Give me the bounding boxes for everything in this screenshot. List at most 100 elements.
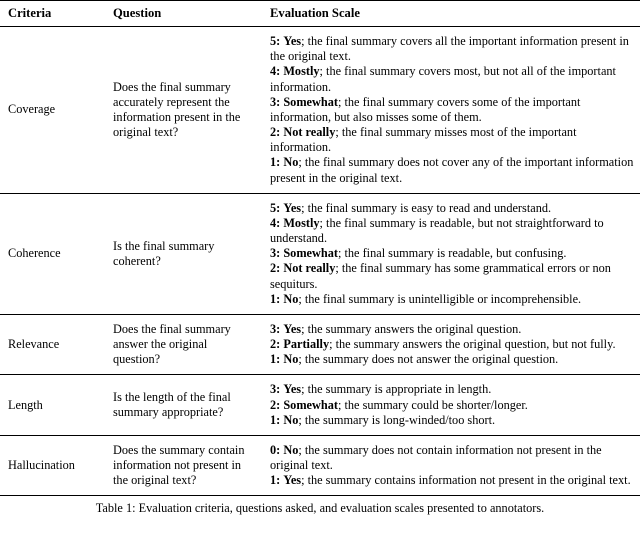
scale-label: Yes: [283, 34, 302, 48]
scale-score: 1:: [270, 291, 281, 306]
scale-option: 5: Yes; the final summary is easy to rea…: [270, 201, 634, 216]
scale-option: 2: Somewhat; the summary could be shorte…: [270, 398, 634, 413]
evaluation-scale-cell: 3: Yes; the summary answers the original…: [262, 314, 640, 376]
table-caption: Table 1: Evaluation criteria, questions …: [95, 501, 545, 516]
scale-description: ; the final summary is readable, but not…: [270, 215, 604, 246]
column-header-criteria: Criteria: [0, 0, 105, 27]
scale-label: Somewhat: [283, 397, 338, 412]
scale-description: ; the final summary misses most of the i…: [270, 125, 577, 155]
scale-description: ; the summary is appropriate in length.: [301, 382, 492, 397]
criteria-cell: Coherence: [0, 193, 105, 315]
scale-description: ; the final summary is unintelligible or…: [298, 291, 582, 306]
scale-score: 3:: [270, 246, 281, 261]
scale-option: 3: Yes; the summary answers the original…: [270, 322, 634, 337]
criteria-cell: Relevance: [0, 314, 105, 376]
scale-description: ; the summary is long-winded/too short.: [298, 412, 496, 427]
evaluation-criteria-table: Criteria Question Evaluation Scale Cover…: [0, 0, 640, 497]
scale-description: ; the final summary does not cover any o…: [270, 155, 634, 185]
scale-score: 1:: [270, 155, 281, 170]
scale-label: Not really: [283, 125, 336, 140]
scale-label: Mostly: [283, 64, 320, 79]
scale-score: 3:: [270, 94, 281, 109]
scale-score: 0:: [270, 442, 281, 457]
scale-option: 4: Mostly; the final summary covers most…: [270, 64, 634, 94]
scale-option: 2: Partially; the summary answers the or…: [270, 337, 634, 352]
scale-option: 3: Somewhat; the final summary is readab…: [270, 246, 634, 261]
evaluation-scale-cell: 0: No; the summary does not contain info…: [262, 435, 640, 497]
scale-score: 5:: [270, 34, 281, 48]
header-row: Criteria Question Evaluation Scale: [0, 0, 640, 27]
question-cell: Does the summary contain information not…: [105, 435, 262, 497]
scale-option: 1: No; the final summary does not cover …: [270, 155, 634, 185]
scale-description: ; the final summary is readable, but con…: [337, 246, 567, 261]
scale-score: 2:: [270, 125, 281, 140]
column-header-evaluation-scale: Evaluation Scale: [262, 0, 640, 27]
scale-description: ; the final summary is easy to read and …: [301, 200, 552, 215]
scale-score: 1:: [270, 412, 281, 427]
scale-score: 2:: [270, 397, 281, 412]
scale-option: 4: Mostly; the final summary is readable…: [270, 216, 634, 246]
scale-description: ; the summary answers the original quest…: [301, 321, 522, 336]
criteria-cell: Coverage: [0, 26, 105, 194]
question-cell: Does the final summary accurately repres…: [105, 26, 262, 194]
scale-description: ; the summary does not contain informati…: [270, 442, 602, 473]
scale-option: 1: No; the summary does not answer the o…: [270, 352, 634, 367]
scale-label: Partially: [283, 337, 330, 352]
scale-option: 1: Yes; the summary contains information…: [270, 473, 634, 488]
scale-option: 3: Yes; the summary is appropriate in le…: [270, 382, 634, 397]
scale-score: 1:: [270, 473, 281, 488]
scale-label: Yes: [283, 382, 302, 397]
scale-score: 3:: [270, 382, 281, 397]
scale-score: 4:: [270, 64, 281, 79]
scale-label: Yes: [283, 321, 302, 336]
evaluation-scale-cell: 5: Yes; the final summary covers all the…: [262, 26, 640, 194]
scale-label: Yes: [283, 473, 302, 488]
scale-score: 3:: [270, 321, 281, 336]
scale-score: 4:: [270, 215, 281, 230]
question-cell: Is the final summary coherent?: [105, 193, 262, 315]
scale-description: ; the summary does not answer the origin…: [298, 352, 559, 367]
scale-option: 1: No; the final summary is unintelligib…: [270, 292, 634, 307]
scale-label: Yes: [283, 200, 302, 215]
criteria-cell: Length: [0, 374, 105, 436]
scale-label: No: [283, 442, 299, 457]
scale-description: ; the final summary has some grammatical…: [270, 261, 611, 291]
scale-description: ; the final summary covers all the impor…: [270, 34, 629, 64]
scale-option: 1: No; the summary is long-winded/too sh…: [270, 413, 634, 428]
scale-label: Not really: [283, 261, 336, 276]
table-header: Criteria Question Evaluation Scale: [0, 0, 640, 27]
scale-label: No: [283, 412, 299, 427]
scale-label: No: [283, 155, 299, 170]
question-cell: Does the final summary answer the origin…: [105, 314, 262, 376]
scale-description: ; the final summary covers most, but not…: [270, 64, 616, 94]
column-header-question: Question: [105, 0, 262, 27]
scale-option: 2: Not really; the final summary has som…: [270, 261, 634, 291]
scale-score: 1:: [270, 352, 281, 367]
scale-score: 5:: [270, 200, 281, 215]
evaluation-scale-cell: 3: Yes; the summary is appropriate in le…: [262, 374, 640, 436]
scale-option: 0: No; the summary does not contain info…: [270, 443, 634, 473]
scale-description: ; the summary contains information not p…: [301, 473, 631, 488]
scale-label: No: [283, 352, 299, 367]
scale-label: Somewhat: [283, 246, 338, 261]
criteria-cell: Hallucination: [0, 435, 105, 497]
scale-option: 5: Yes; the final summary covers all the…: [270, 34, 634, 64]
scale-option: 3: Somewhat; the final summary covers so…: [270, 95, 634, 125]
scale-label: Mostly: [283, 215, 320, 230]
scale-score: 2:: [270, 337, 281, 352]
scale-option: 2: Not really; the final summary misses …: [270, 125, 634, 155]
scale-label: No: [283, 291, 299, 306]
scale-description: ; the summary could be shorter/longer.: [337, 397, 528, 412]
scale-score: 2:: [270, 261, 281, 276]
evaluation-scale-cell: 5: Yes; the final summary is easy to rea…: [262, 193, 640, 315]
scale-description: ; the summary answers the original quest…: [329, 337, 616, 352]
scale-label: Somewhat: [283, 94, 338, 109]
question-cell: Is the length of the final summary appro…: [105, 374, 262, 436]
